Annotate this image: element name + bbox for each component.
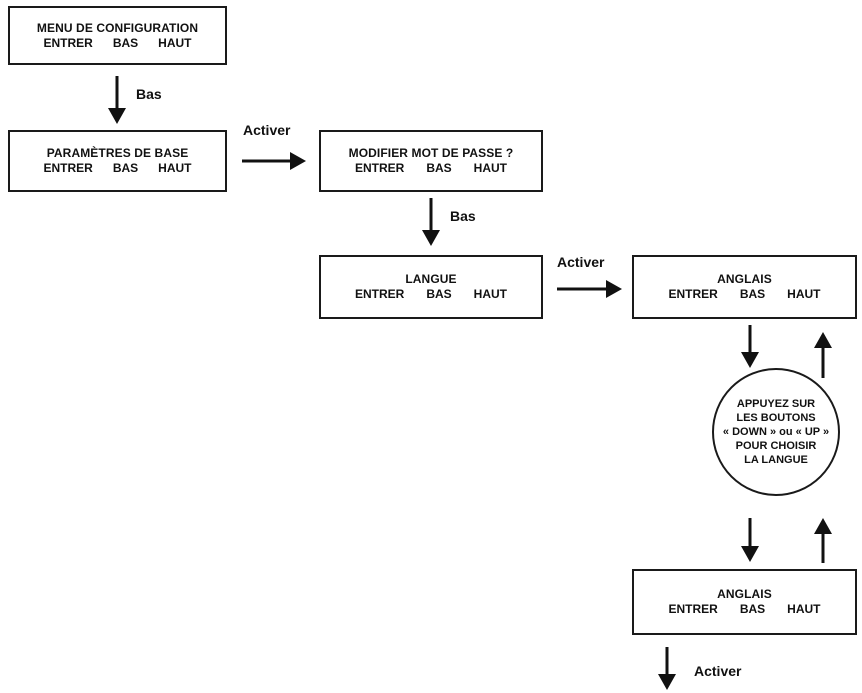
langue-box: LANGUE ENTRER BAS HAUT	[319, 255, 543, 319]
anglais-box-2: ANGLAIS ENTRER BAS HAUT	[632, 569, 857, 635]
box-title: ANGLAIS	[717, 587, 772, 601]
arrow-down-circle-to-anglais2	[741, 518, 759, 562]
bas-option: BAS	[426, 287, 452, 301]
bas-option: BAS	[112, 161, 139, 175]
arrow-right-langue-to-anglais	[557, 280, 622, 298]
box-title: PARAMÈTRES DE BASE	[46, 146, 189, 160]
circle-line: LES BOUTONS	[736, 412, 816, 424]
circle-line: POUR CHOISIR	[735, 440, 817, 452]
circle-line: LA LANGUE	[744, 454, 808, 466]
label-activer: Activer	[557, 254, 605, 270]
arrow-up-anglais2-to-circle	[814, 518, 832, 563]
haut-option: HAUT	[473, 287, 507, 301]
bas-option: BAS	[739, 287, 766, 301]
entrer-option: ENTRER	[43, 35, 93, 50]
bas-option: BAS	[739, 602, 766, 616]
box-title: MENU DE CONFIGURATION	[36, 20, 199, 35]
entrer-option: ENTRER	[354, 161, 405, 175]
haut-option: HAUT	[158, 161, 192, 175]
parametres-de-base-box: PARAMÈTRES DE BASE ENTRER BAS HAUT	[8, 130, 227, 192]
circle-line: APPUYEZ SUR	[736, 398, 816, 410]
box-title: MODIFIER MOT DE PASSE ?	[348, 146, 514, 160]
box-title: LANGUE	[405, 272, 457, 286]
box-title: ANGLAIS	[717, 272, 772, 286]
choose-language-circle: APPUYEZ SUR LES BOUTONS « DOWN » ou « UP…	[712, 368, 840, 496]
entrer-option: ENTRER	[354, 287, 405, 301]
bas-option: BAS	[112, 35, 139, 50]
entrer-option: ENTRER	[668, 602, 718, 616]
label-activer: Activer	[694, 663, 742, 679]
anglais-box: ANGLAIS ENTRER BAS HAUT	[632, 255, 857, 319]
entrer-option: ENTRER	[668, 287, 718, 301]
arrow-down-anglais2-activer	[658, 647, 676, 690]
label-bas: Bas	[136, 86, 162, 102]
haut-option: HAUT	[473, 161, 507, 175]
arrow-down-anglais-to-circle	[741, 325, 759, 368]
haut-option: HAUT	[787, 287, 821, 301]
arrow-down-menu-to-params	[108, 76, 126, 124]
haut-option: HAUT	[787, 602, 821, 616]
label-activer: Activer	[243, 122, 291, 138]
bas-option: BAS	[426, 161, 452, 175]
circle-line: « DOWN » ou « UP »	[722, 426, 830, 438]
entrer-option: ENTRER	[43, 161, 93, 175]
arrow-right-params-to-password	[242, 152, 306, 170]
modifier-mot-de-passe-box: MODIFIER MOT DE PASSE ? ENTRER BAS HAUT	[319, 130, 543, 192]
arrow-up-circle-to-anglais	[814, 332, 832, 378]
label-bas: Bas	[450, 208, 476, 224]
arrow-down-password-to-langue	[422, 198, 440, 246]
haut-option: HAUT	[158, 35, 192, 50]
menu-configuration-box: MENU DE CONFIGURATION ENTRER BAS HAUT	[8, 6, 227, 65]
